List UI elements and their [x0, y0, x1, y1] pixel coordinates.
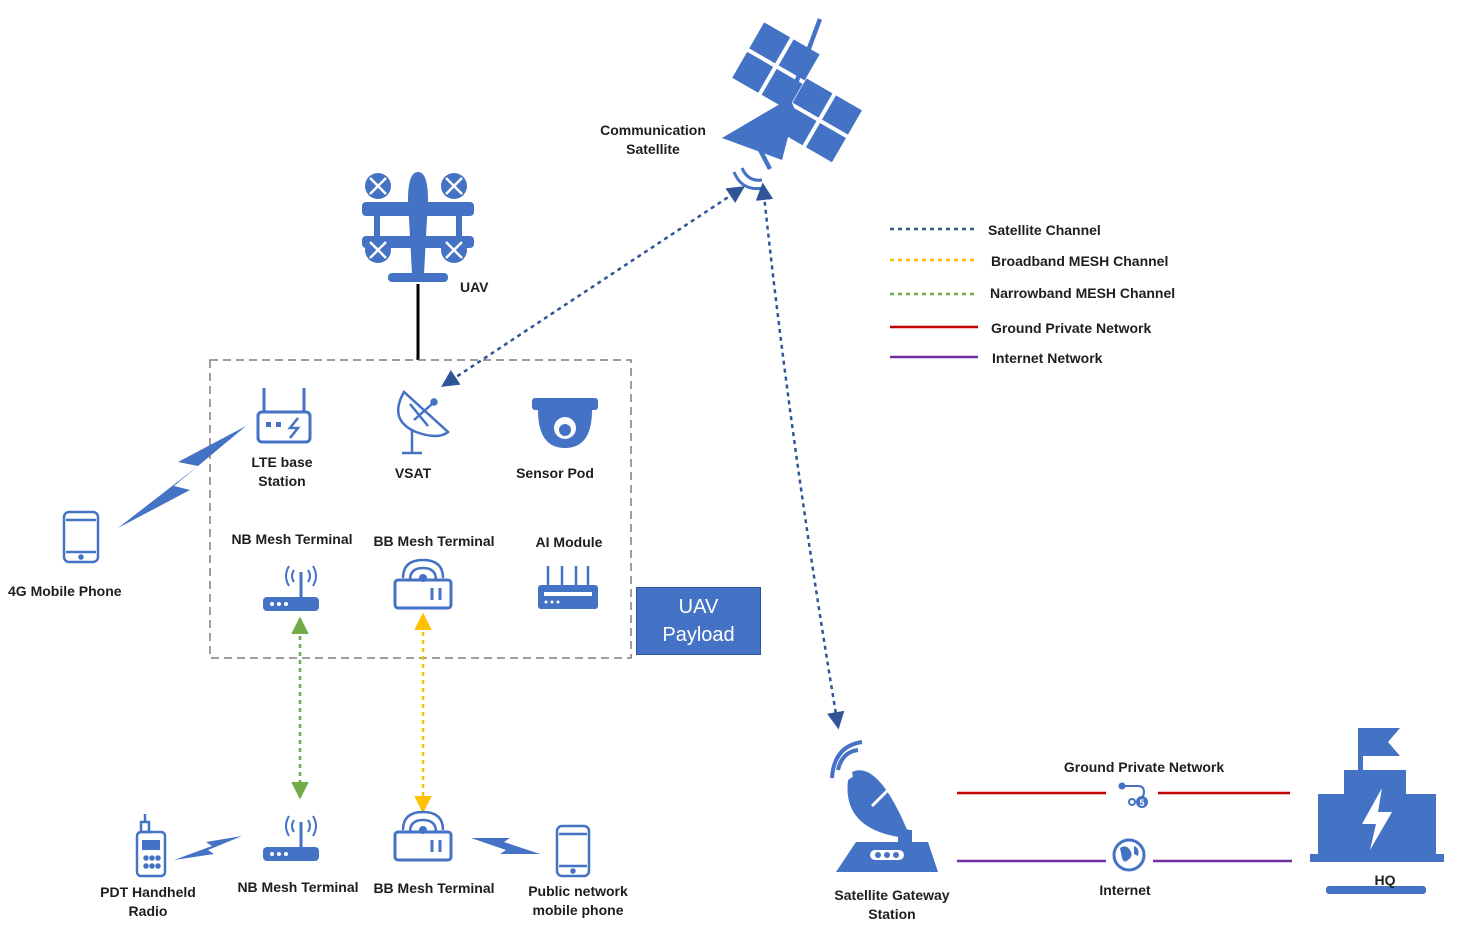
nb-mesh-router-icon [263, 815, 319, 861]
nb-mesh-ground-label: NB Mesh Terminal [237, 879, 359, 895]
gateway-label: Satellite Gateway Station [834, 887, 950, 922]
bb-mesh-router-icon [393, 810, 453, 862]
legend-satellite-label: Satellite Channel [988, 222, 1101, 238]
radio-wireless-bolt [174, 836, 242, 860]
public-phone-label: Public network mobile phone [528, 883, 628, 918]
satellite-gateway-link [755, 182, 845, 730]
lte-router-icon [256, 388, 312, 444]
handheld-radio-icon [135, 814, 167, 878]
ground-private-label: Ground Private Network [1063, 759, 1225, 775]
pdt-radio-label: PDT Handheld Radio [100, 884, 196, 919]
uav-icon [362, 172, 474, 282]
gateway-dish-icon [830, 740, 938, 872]
legend-broadband-label: Broadband MESH Channel [991, 253, 1169, 269]
lightning-bolt-icon [1362, 788, 1392, 850]
sensor-pod-label: Sensor Pod [516, 465, 594, 481]
nb-mesh-router-icon [263, 565, 319, 611]
globe-icon [1112, 838, 1146, 872]
legend [890, 227, 978, 359]
mobile-phone-icon [62, 510, 100, 564]
vsat-satellite-link [441, 186, 745, 387]
svg-text:5: 5 [1139, 798, 1144, 808]
vsat-dish-icon [396, 390, 450, 455]
lte-wireless-bolt [118, 426, 246, 528]
legend-internet-label: Internet Network [992, 350, 1103, 366]
mobile-4g-label: 4G Mobile Phone [8, 583, 122, 599]
internet-label: Internet [1099, 882, 1151, 898]
nb-mesh-payload-label: NB Mesh Terminal [231, 531, 353, 547]
legend-ground-private-label: Ground Private Network [991, 320, 1152, 336]
ai-module-icon [538, 566, 598, 609]
ai-module-label: AI Module [535, 534, 603, 550]
phone-wireless-bolt [471, 838, 540, 854]
satellite-label: Communication Satellite [600, 122, 706, 157]
dome-camera-icon [532, 398, 598, 448]
hq-label: HQ [1374, 872, 1396, 888]
bb-mesh-payload-label: BB Mesh Terminal [373, 533, 495, 549]
mobile-phone-icon [555, 824, 591, 878]
private-network-icon: 5 [1118, 782, 1148, 808]
lte-label: LTE base Station [251, 454, 313, 489]
legend-narrowband-label: Narrowband MESH Channel [990, 285, 1176, 301]
bb-mesh-router-icon [393, 558, 453, 610]
uav-payload-box: UAV Payload [636, 587, 761, 655]
hq-building-icon [1310, 728, 1444, 894]
uav-label: UAV [460, 279, 489, 295]
vsat-label: VSAT [394, 465, 432, 481]
satellite-icon [722, 18, 862, 191]
bb-mesh-ground-label: BB Mesh Terminal [373, 880, 495, 896]
